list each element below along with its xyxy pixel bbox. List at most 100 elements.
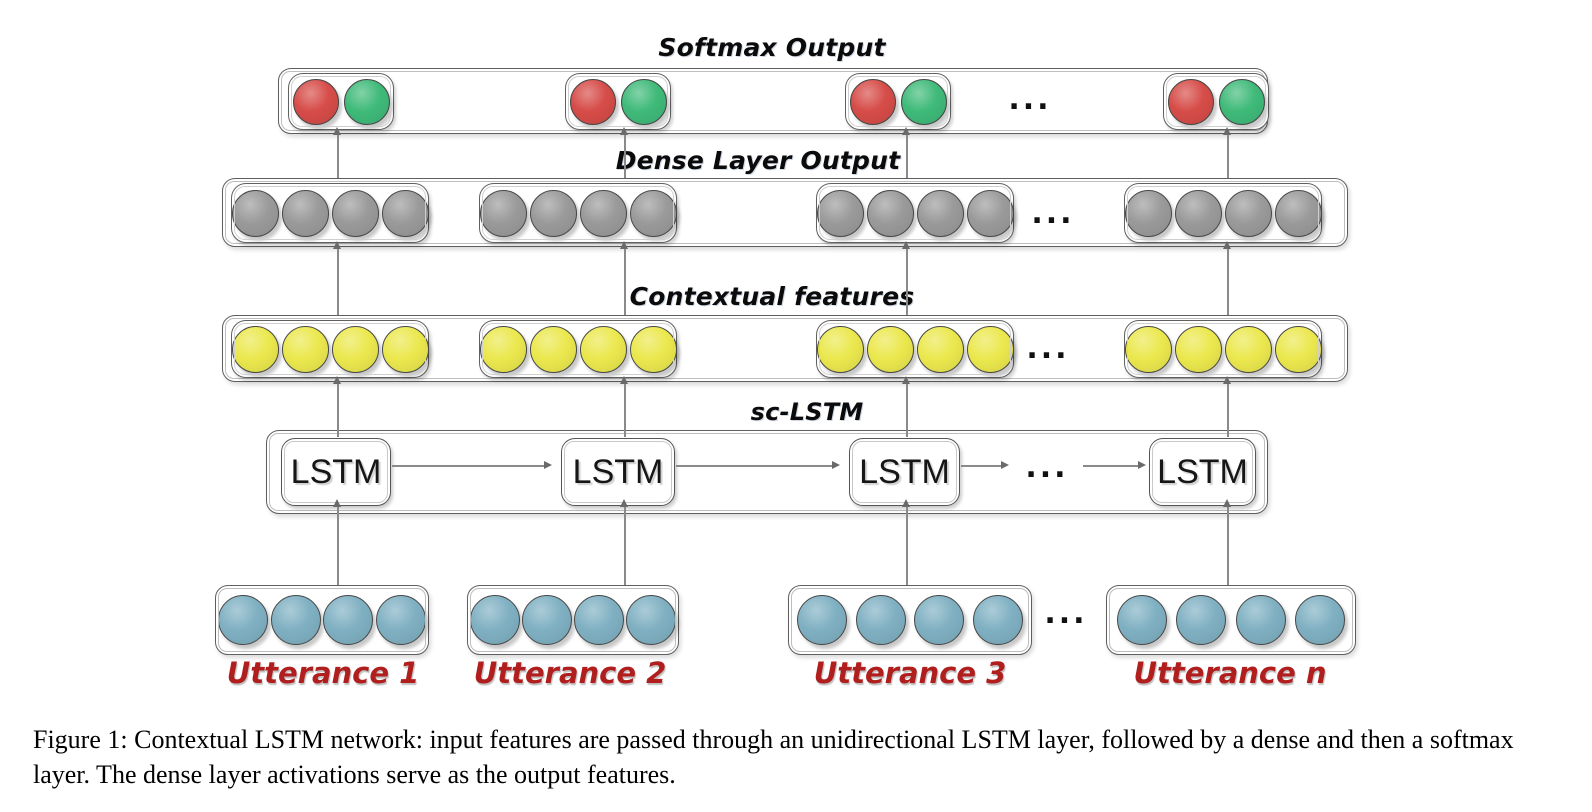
- input-neuron: [1176, 595, 1227, 645]
- softmax-neuron-red: [1167, 78, 1214, 125]
- utterance-ellipsis: ...: [1044, 596, 1088, 631]
- dense-to-softmax-arrow: [1223, 127, 1231, 178]
- lstm-unit: LSTM: [849, 438, 960, 506]
- softmax-row: [278, 68, 1269, 134]
- contextual-neuron: [916, 325, 964, 373]
- dense-neuron: [1274, 189, 1322, 237]
- lstm-to-contextual-arrow: [333, 376, 341, 437]
- softmax-group: [288, 73, 394, 130]
- contextual-neuron: [579, 325, 627, 373]
- dense-neuron: [916, 189, 964, 237]
- softmax-neuron-green: [1218, 78, 1265, 125]
- input-neuron: [797, 595, 848, 645]
- input-neuron: [1295, 595, 1346, 645]
- figure-caption: Figure 1: Contextual LSTM network: input…: [33, 725, 1514, 789]
- contextual-neuron: [281, 325, 329, 373]
- contextual-neuron: [479, 325, 527, 373]
- softmax-group: [565, 73, 671, 130]
- dense-neuron: [966, 189, 1014, 237]
- lstm-unit: LSTM: [1149, 438, 1256, 506]
- softmax-neuron-green: [900, 78, 947, 125]
- dense-neuron: [816, 189, 864, 237]
- lstm-to-contextual-arrow: [1223, 376, 1231, 437]
- contextual-neuron: [1274, 325, 1322, 373]
- input-neuron: [626, 595, 676, 645]
- lstm-unit-label: LSTM: [1157, 452, 1248, 491]
- utterance-box-n: [1106, 585, 1356, 655]
- contextual-layer-title: Contextual features: [629, 282, 915, 311]
- lstm-unit: LSTM: [561, 438, 675, 506]
- dense-neuron: [381, 189, 429, 237]
- input-neuron: [218, 595, 269, 645]
- utterance-box-2: [467, 585, 679, 655]
- input-neuron: [270, 595, 321, 645]
- dense-layer-title: Dense Layer Output: [615, 146, 901, 175]
- input-neuron: [1235, 595, 1286, 645]
- lstm-unit-label: LSTM: [859, 452, 950, 491]
- contextual-neuron: [866, 325, 914, 373]
- dense-neuron: [1124, 189, 1172, 237]
- softmax-neuron-green: [620, 78, 667, 125]
- dense-to-softmax-arrow: [902, 127, 910, 178]
- contextual-neuron: [381, 325, 429, 373]
- dense-neuron: [479, 189, 527, 237]
- input-neuron: [574, 595, 624, 645]
- dense-neuron: [629, 189, 677, 237]
- contextual-row: [222, 315, 1348, 382]
- dense-group: [816, 183, 1014, 243]
- softmax-neuron-red: [569, 78, 616, 125]
- contextual-neuron: [1174, 325, 1222, 373]
- contextual-neuron: [331, 325, 379, 373]
- softmax-group: [1163, 73, 1269, 130]
- dense-neuron: [579, 189, 627, 237]
- lstm-to-contextual-arrow: [902, 376, 910, 437]
- input-neuron: [914, 595, 965, 645]
- contextual-neuron: [1224, 325, 1272, 373]
- dense-neuron: [529, 189, 577, 237]
- input-neuron: [522, 595, 572, 645]
- sc-lstm-title: sc-LSTM: [750, 398, 864, 426]
- utterance-box-1: [215, 585, 429, 655]
- utterance-to-lstm-arrow: [333, 499, 341, 585]
- utterance-label-3: Utterance 3: [813, 656, 1007, 690]
- utterance-label-2: Utterance 2: [473, 656, 667, 690]
- utterance-to-lstm-arrow: [1223, 499, 1231, 585]
- lstm-unit-label: LSTM: [572, 452, 664, 491]
- softmax-layer-title: Softmax Output: [658, 33, 886, 62]
- input-neuron: [470, 595, 520, 645]
- sc-lstm-ellipsis: ...: [1025, 450, 1069, 485]
- contextual-group: [231, 320, 429, 378]
- contextual-neuron: [629, 325, 677, 373]
- dense-neuron: [231, 189, 279, 237]
- utterance-label-1: Utterance 1: [226, 656, 420, 690]
- dense-to-softmax-arrow: [620, 127, 628, 178]
- contextual-to-dense-arrow: [902, 241, 910, 315]
- lstm-recurrence-arrow: [1083, 461, 1146, 469]
- lstm-unit: LSTM: [281, 438, 391, 506]
- lstm-recurrence-arrow: [392, 461, 552, 469]
- lstm-to-contextual-arrow: [620, 376, 628, 437]
- contextual-neuron: [529, 325, 577, 373]
- dense-to-softmax-arrow: [333, 127, 341, 178]
- contextual-group: [479, 320, 677, 378]
- dense-row: [222, 178, 1348, 247]
- contextual-neuron: [816, 325, 864, 373]
- input-neuron: [1116, 595, 1167, 645]
- dense-neuron: [866, 189, 914, 237]
- utterance-label-n: Utterance n: [1133, 656, 1327, 690]
- utterance-to-lstm-arrow: [620, 499, 628, 585]
- utterance-box-3: [788, 585, 1032, 655]
- input-neuron: [972, 595, 1023, 645]
- input-neuron: [855, 595, 906, 645]
- softmax-neuron-red: [849, 78, 896, 125]
- dense-neuron: [331, 189, 379, 237]
- softmax-ellipsis: ...: [1008, 82, 1052, 117]
- sc-lstm-row: LSTM LSTM LSTM LSTM: [266, 430, 1268, 514]
- contextual-to-dense-arrow: [333, 241, 341, 315]
- contextual-neuron: [231, 325, 279, 373]
- lstm-unit-label: LSTM: [290, 452, 382, 491]
- utterance-to-lstm-arrow: [902, 499, 910, 585]
- contextual-to-dense-arrow: [620, 241, 628, 315]
- contextual-group: [816, 320, 1014, 378]
